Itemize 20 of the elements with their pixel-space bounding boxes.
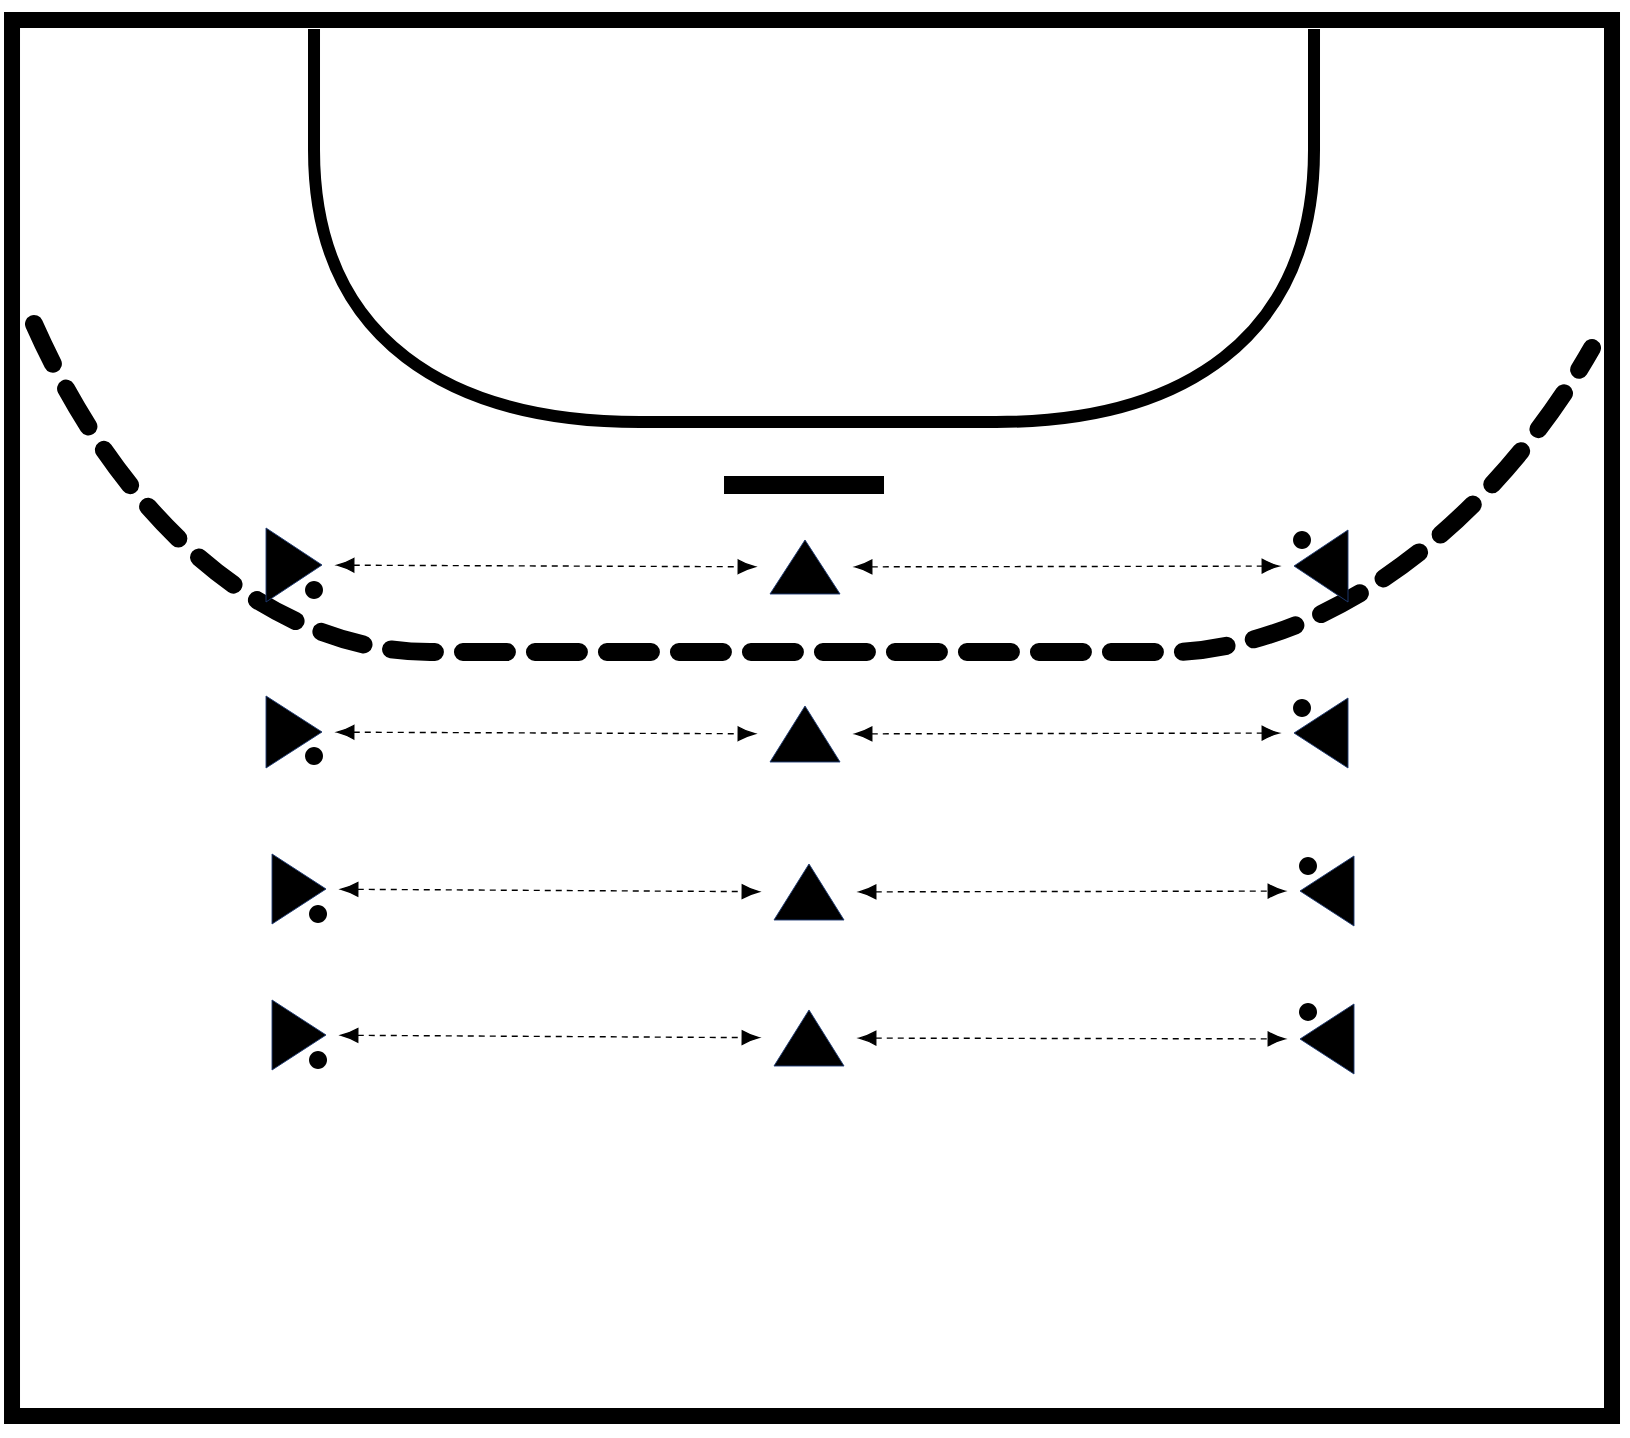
arrow xyxy=(336,724,756,742)
player-triangle xyxy=(1299,1003,1355,1075)
player-triangle xyxy=(1299,855,1355,927)
player-triangle xyxy=(773,1009,845,1067)
arrow xyxy=(854,725,1280,742)
player-triangle xyxy=(773,863,845,921)
player-triangle xyxy=(769,705,841,763)
player-triangle xyxy=(265,527,323,603)
arrow xyxy=(340,881,760,900)
player-triangle xyxy=(271,999,327,1071)
arrow xyxy=(340,1027,760,1046)
player-triangle xyxy=(769,539,841,595)
arrow xyxy=(336,557,756,575)
player-triangle xyxy=(265,695,323,769)
arrow xyxy=(854,558,1280,575)
arrow xyxy=(858,1030,1286,1047)
player-triangle xyxy=(1293,697,1349,769)
player-triangle xyxy=(1293,529,1349,603)
player-triangle xyxy=(271,853,327,925)
arrow xyxy=(858,883,1286,900)
